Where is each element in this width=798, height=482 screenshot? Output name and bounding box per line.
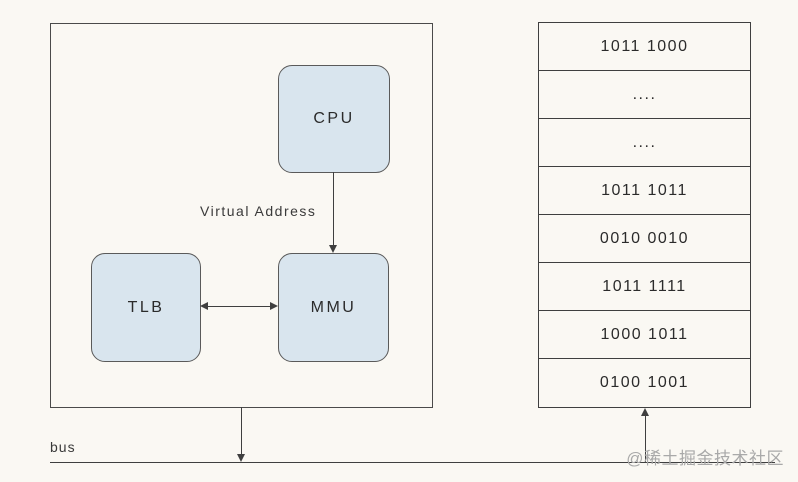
arrow-right-icon [270,302,278,310]
memory-row: .... [539,119,750,167]
virtual-address-label: Virtual Address [200,203,317,219]
watermark-text: @稀土掘金技术社区 [626,449,784,468]
memory-row: 1000 1011 [539,311,750,359]
memory-row: .... [539,71,750,119]
cpu-node: CPU [278,65,390,173]
bus-to-memory-edge [645,415,646,462]
memory-row: 0100 1001 [599,374,690,391]
mmu-node-label: MMU [310,298,357,316]
bus-line [50,462,775,463]
memory-row: 0010 0010 [539,215,750,263]
cpu-to-mmu-edge [333,172,334,246]
memory-row: 1011 1011 [539,167,750,215]
tlb-mmu-edge [206,306,271,307]
mmu-node: MMU [278,253,389,362]
arrow-down-icon [329,245,337,253]
memory-table: 1011 1000 .... .... 1011 1011 0010 0010 … [538,22,751,408]
cpu-node-label: CPU [313,110,355,127]
memory-row: 1011 1111 [539,263,750,311]
arrow-up-icon [641,408,649,416]
box-to-bus-edge [241,407,242,455]
tlb-node: TLB [91,253,201,362]
tlb-node-label: TLB [127,298,165,316]
arrow-down-icon [237,454,245,462]
memory-row: 1011 1000 [539,23,750,71]
arrow-left-icon [200,302,208,310]
bus-label: bus [50,439,76,455]
